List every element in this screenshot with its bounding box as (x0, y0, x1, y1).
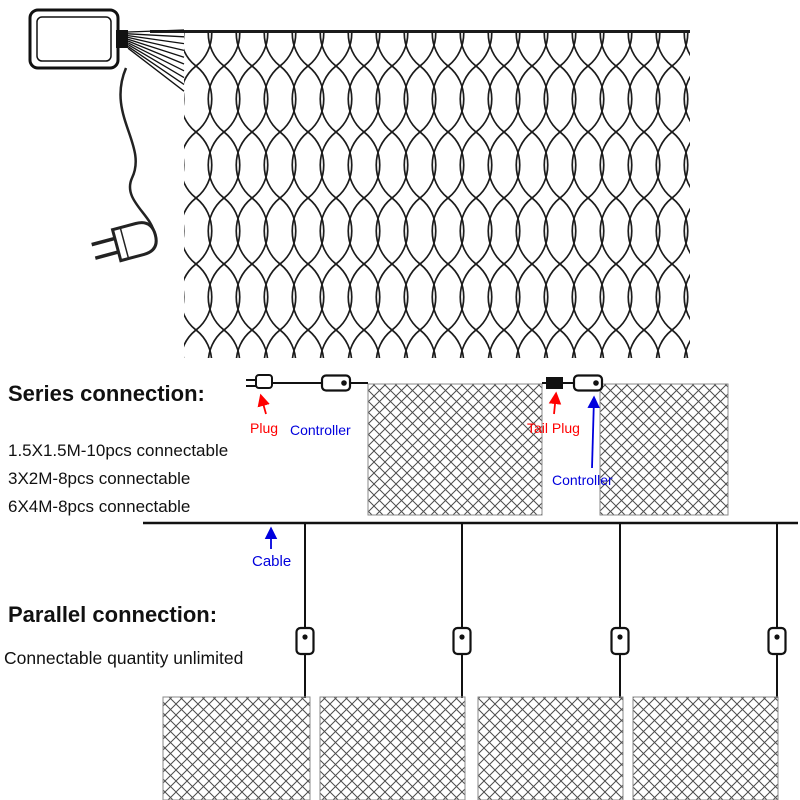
drop (767, 523, 787, 698)
parallel-connection-diagram (143, 521, 798, 800)
parallel-title: Parallel connection: (8, 602, 218, 627)
controller-label-2: Controller (552, 472, 613, 488)
cable-label: Cable (252, 553, 292, 570)
net-panel (367, 383, 543, 516)
controller-icon (767, 626, 787, 656)
net-panel (319, 696, 466, 800)
series-wires (246, 379, 574, 387)
controller-icon (452, 626, 472, 656)
controller-icon (320, 374, 352, 392)
series-connection-diagram (246, 374, 729, 516)
net-panel (632, 696, 779, 800)
spec-line-1: 1.5X1.5M-10pcs connectable (8, 441, 229, 460)
power-adapter-icon (28, 8, 128, 70)
controller-pointer-arrow (587, 395, 601, 469)
plug-pointer-arrow (257, 393, 270, 415)
plug-label: Plug (250, 420, 279, 436)
power-cord (119, 67, 156, 234)
parallel-drops (295, 523, 787, 698)
spec-line-3: 6X4M-8pcs connectable (8, 497, 191, 516)
wire-fan (127, 29, 185, 92)
controller-icon (295, 626, 315, 656)
net-light-illustration (28, 8, 690, 358)
parallel-subtitle: Connectable quantity unlimited (4, 648, 244, 668)
controller-icon (572, 374, 604, 392)
controller-label-1: Controller (290, 422, 351, 438)
drop (452, 523, 472, 698)
tail-plug-label: Tail Plug (527, 420, 580, 436)
net-panel (477, 696, 624, 800)
plug-icon (255, 374, 273, 389)
series-title: Series connection: (8, 381, 205, 406)
tail-plug-pointer-arrow (548, 391, 562, 415)
controller-icon (610, 626, 630, 656)
net-panel (162, 696, 311, 800)
net-mesh-panel (184, 31, 690, 358)
drop (295, 523, 315, 698)
power-plug-icon (91, 221, 158, 263)
tail-plug-icon (546, 377, 563, 389)
drop (610, 523, 630, 698)
spec-line-2: 3X2M-8pcs connectable (8, 469, 191, 488)
net-panel (599, 383, 729, 516)
